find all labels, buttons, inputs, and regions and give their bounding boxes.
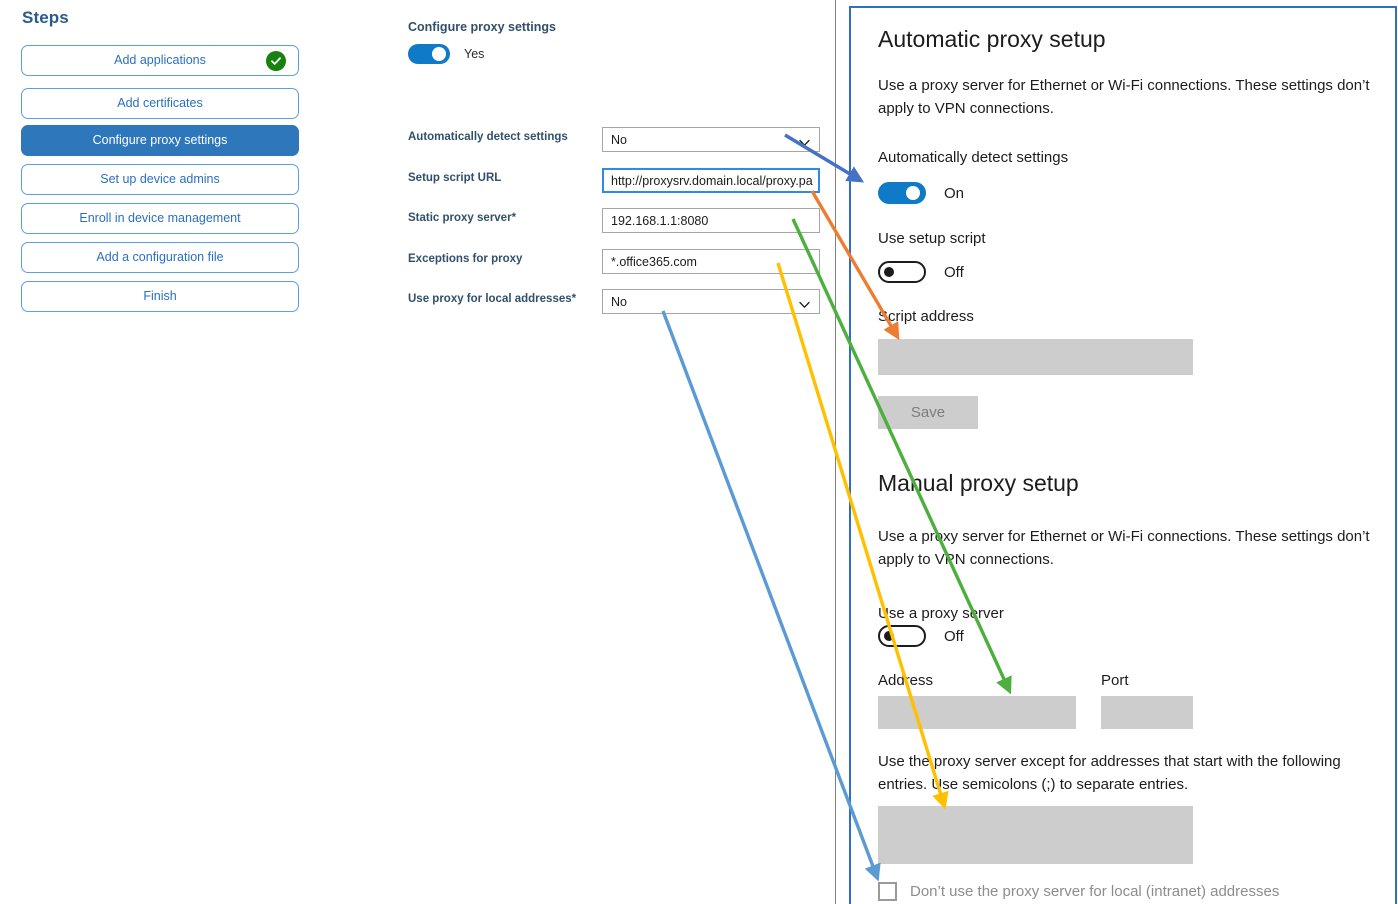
vertical-divider	[835, 0, 836, 904]
exceptions-for-proxy-input[interactable]: *.office365.com	[602, 249, 820, 274]
use-setup-script-label: Use setup script	[878, 230, 986, 247]
toggle-switch-off-icon[interactable]	[878, 261, 926, 283]
step-item-add-applications[interactable]: Add applications	[21, 45, 299, 76]
step-label: Add certificates	[117, 96, 203, 111]
configure-proxy-toggle[interactable]: Yes	[408, 44, 484, 64]
field-value: *.office365.com	[611, 254, 697, 269]
field-value: No	[611, 294, 627, 309]
manual-proxy-setup-heading: Manual proxy setup	[878, 470, 1079, 496]
bypass-local-addresses-label: Don’t use the proxy server for local (in…	[910, 883, 1280, 900]
step-label: Add a configuration file	[96, 250, 224, 265]
toggle-switch-off-icon[interactable]	[878, 625, 926, 647]
form-title: Configure proxy settings	[408, 20, 556, 34]
field-row-exceptions-for-proxy: Exceptions for proxy *.office365.com	[340, 249, 835, 275]
check-circle-icon	[266, 50, 286, 71]
automatic-proxy-setup-heading: Automatic proxy setup	[878, 26, 1106, 52]
chevron-down-icon	[799, 298, 810, 308]
field-row-use-proxy-for-local-addresses: Use proxy for local addresses* No	[340, 289, 835, 315]
setup-script-url-input[interactable]: http://proxysrv.domain.local/proxy.pa	[602, 168, 820, 193]
toggle-state-label: On	[944, 184, 965, 202]
port-input[interactable]	[1101, 696, 1193, 729]
field-value: 192.168.1.1:8080	[611, 213, 709, 228]
use-a-proxy-server-label: Use a proxy server	[878, 605, 1004, 622]
toggle-switch-on-icon[interactable]	[408, 44, 450, 64]
proxy-exceptions-input[interactable]	[878, 806, 1193, 864]
port-label: Port	[1101, 672, 1129, 689]
bypass-local-addresses-checkbox-row[interactable]: Don’t use the proxy server for local (in…	[878, 882, 1279, 901]
address-label: Address	[878, 672, 934, 689]
step-item-set-up-device-admins[interactable]: Set up device admins	[21, 164, 299, 195]
automatically-detect-settings-toggle[interactable]: On	[878, 182, 964, 204]
use-proxy-for-local-addresses-select[interactable]: No	[602, 289, 820, 314]
toggle-value-label: Yes	[464, 47, 485, 61]
field-label: Use proxy for local addresses*	[408, 293, 577, 305]
field-label: Exceptions for proxy	[408, 253, 523, 265]
manual-proxy-setup-description: Use a proxy server for Ethernet or Wi-Fi…	[878, 528, 1370, 568]
step-label: Configure proxy settings	[92, 133, 228, 148]
step-label: Finish	[143, 289, 177, 304]
chevron-down-icon	[799, 136, 810, 146]
field-label: Automatically detect settings	[408, 131, 568, 143]
step-label: Set up device admins	[100, 172, 220, 187]
step-item-enroll-in-device-management[interactable]: Enroll in device management	[21, 203, 299, 234]
script-address-label: Script address	[878, 308, 974, 325]
toggle-state-label: Off	[944, 627, 964, 645]
automatic-proxy-setup-description: Use a proxy server for Ethernet or Wi-Fi…	[878, 77, 1370, 117]
proxy-form-panel: Configure proxy settings Yes Automatical…	[340, 0, 835, 904]
automatically-detect-settings-label: Automatically detect settings	[878, 149, 1069, 166]
save-button[interactable]: Save	[878, 396, 978, 429]
use-setup-script-toggle[interactable]: Off	[878, 261, 964, 283]
field-label: Static proxy server*	[408, 212, 517, 224]
field-row-setup-script-url: Setup script URL http://proxysrv.domain.…	[340, 168, 835, 194]
step-item-configure-proxy-settings[interactable]: Configure proxy settings	[21, 125, 299, 156]
step-item-add-certificates[interactable]: Add certificates	[21, 88, 299, 119]
step-item-add-a-configuration-file[interactable]: Add a configuration file	[21, 242, 299, 273]
toggle-state-label: Off	[944, 263, 964, 281]
toggle-switch-on-icon[interactable]	[878, 182, 926, 204]
script-address-input[interactable]	[878, 339, 1193, 375]
checkbox-unchecked-icon[interactable]	[878, 882, 897, 901]
step-label: Enroll in device management	[79, 211, 241, 226]
step-item-finish[interactable]: Finish	[21, 281, 299, 312]
address-input[interactable]	[878, 696, 1076, 729]
field-label: Setup script URL	[408, 172, 502, 184]
steps-panel: Steps Add applications Add certificates …	[0, 0, 340, 904]
steps-title: Steps	[22, 8, 69, 27]
proxy-exceptions-description: Use the proxy server except for addresse…	[878, 753, 1341, 793]
field-value: http://proxysrv.domain.local/proxy.pa	[611, 173, 813, 188]
field-value: No	[611, 132, 627, 147]
static-proxy-server-input[interactable]: 192.168.1.1:8080	[602, 208, 820, 233]
automatically-detect-settings-select[interactable]: No	[602, 127, 820, 152]
field-row-static-proxy-server: Static proxy server* 192.168.1.1:8080	[340, 208, 835, 234]
windows-proxy-settings-panel: Automatic proxy setup Use a proxy server…	[849, 6, 1397, 904]
save-button-label: Save	[910, 404, 946, 421]
field-row-automatically-detect-settings: Automatically detect settings No	[340, 127, 835, 153]
step-label: Add applications	[114, 53, 206, 68]
use-a-proxy-server-toggle[interactable]: Off	[878, 625, 964, 647]
